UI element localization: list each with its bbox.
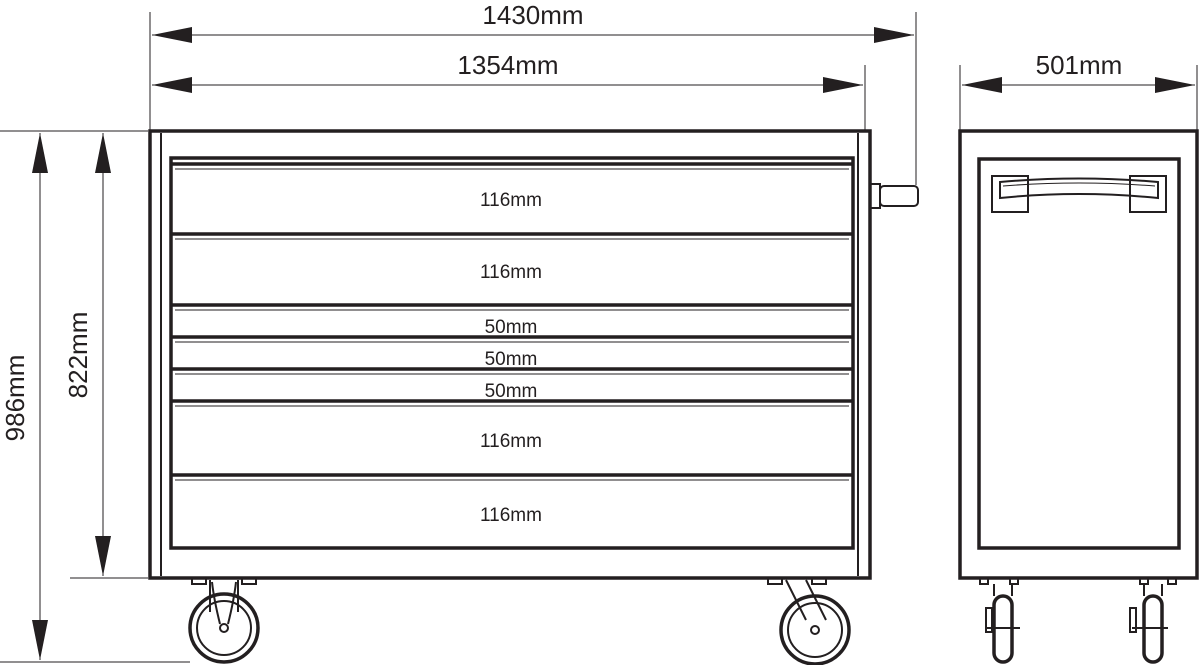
side-view: [958, 129, 1199, 664]
dimension-label: 822mm: [63, 312, 93, 399]
dimension-depth: 501mm: [962, 50, 1195, 93]
dimension-body-width: 1354mm: [152, 50, 863, 93]
dimension-label: 1354mm: [457, 50, 558, 80]
drawer-height-label: 116mm: [480, 190, 542, 211]
dimension-label: 501mm: [1036, 50, 1123, 80]
side-handle: [869, 183, 919, 209]
drawer-height-label: 116mm: [480, 431, 542, 452]
drawer-height-label: 50mm: [485, 349, 538, 370]
dimension-overall-width: 1430mm: [152, 0, 914, 43]
front-handle: [991, 175, 1167, 213]
side-right-wheel: [1129, 577, 1177, 664]
front-right-wheel: [767, 577, 851, 665]
front-left-wheel: [188, 577, 260, 664]
dimension-label: 1430mm: [482, 0, 583, 30]
side-left-wheel: [979, 577, 1020, 664]
extension-lines: [0, 12, 1198, 663]
drawer-height-label: 50mm: [485, 381, 538, 402]
dimension-label: 986mm: [0, 355, 30, 442]
dimension-body-height: 822mm: [63, 133, 111, 576]
dimension-overall-height: 986mm: [0, 133, 49, 660]
front-view: 116mm 116mm 50mm 50mm 50mm 116mm 116mm: [148, 129, 919, 665]
drawer-height-label: 116mm: [480, 505, 542, 526]
drawer-height-label: 116mm: [480, 262, 542, 283]
drawer-height-label: 50mm: [485, 317, 538, 338]
drawer-separators: [171, 162, 853, 481]
